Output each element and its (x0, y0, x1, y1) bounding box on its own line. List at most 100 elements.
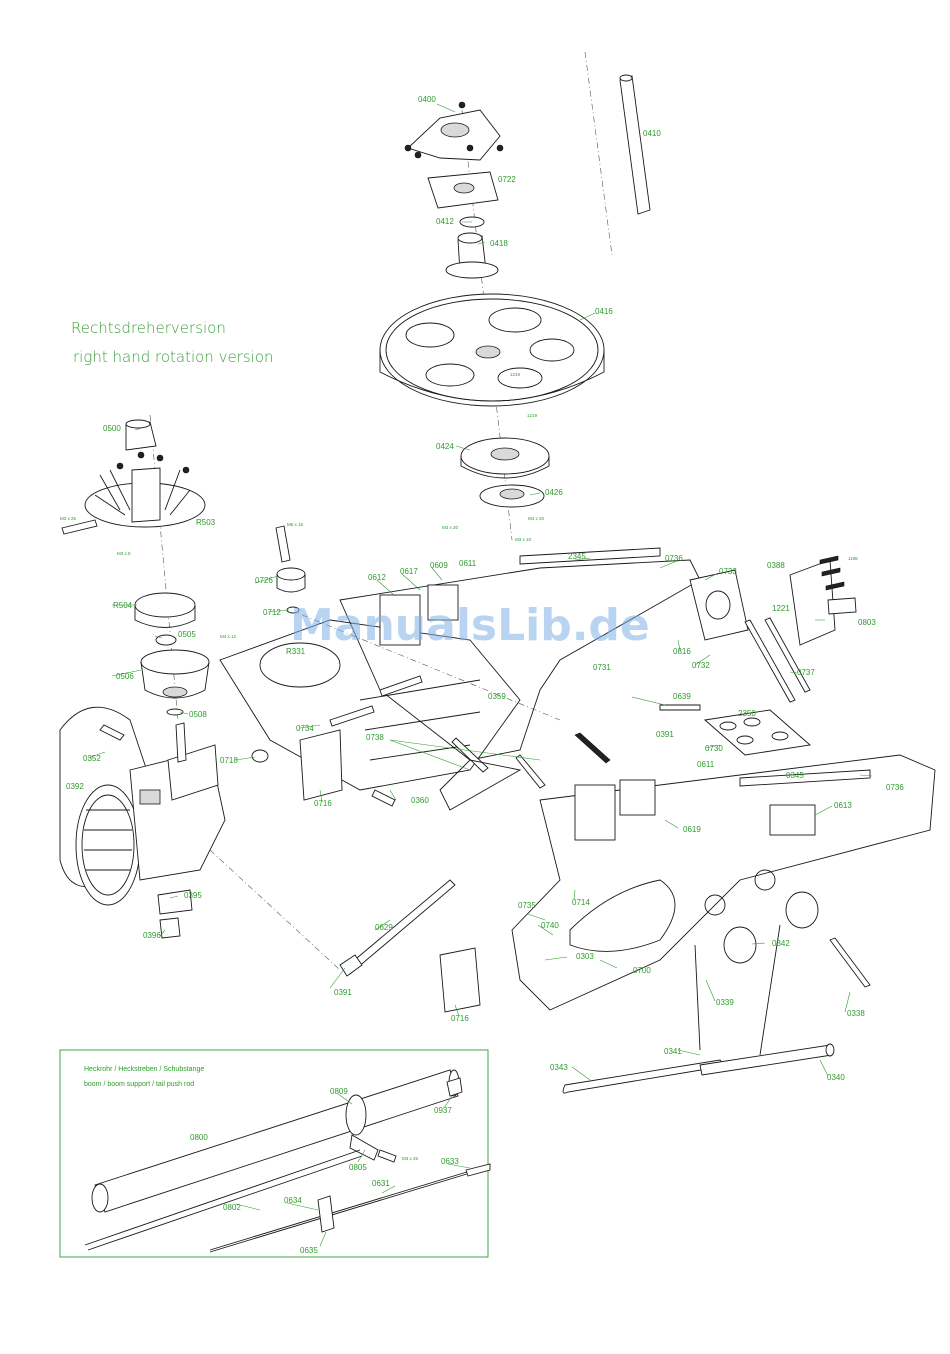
engine-part (59, 706, 226, 906)
rod-guide (317, 1195, 335, 1233)
label-0736a: 0736 (665, 554, 683, 563)
bushing-part (155, 634, 177, 646)
label-0410: 0410 (643, 129, 661, 138)
label-0740: 0740 (541, 921, 559, 930)
push-rod-end (465, 1163, 491, 1177)
label-0340: 0340 (827, 1073, 845, 1082)
rod-0345 (739, 769, 871, 787)
clamp-lug (349, 1134, 379, 1161)
inset-label-0635: 0635 (300, 1246, 318, 1255)
label-0611b: 0611 (697, 760, 715, 769)
inset-label-0800: 0800 (190, 1133, 208, 1142)
label-0803: 0803 (858, 618, 876, 627)
label-0714: 0714 (572, 898, 590, 907)
label-0400: 0400 (418, 95, 436, 104)
label-0718: 0718 (220, 756, 238, 765)
label-0339: 0339 (716, 998, 734, 1007)
label-0506: 0506 (116, 672, 134, 681)
landing-skid (562, 1043, 835, 1094)
label-0716b: 0716 (451, 1014, 469, 1023)
watermark: ManualsLib.de (290, 600, 650, 651)
long-bolt-part (744, 619, 796, 703)
frame-axis (289, 609, 561, 721)
tail-mount-part (789, 559, 857, 646)
bearing-hole (453, 182, 475, 194)
bolt-part (819, 555, 839, 565)
label-m3x10a: M3 x 10 (515, 537, 532, 542)
screw-m5x16 (275, 525, 291, 563)
main-shaft-part (619, 74, 651, 215)
label-0418: 0418 (490, 239, 508, 248)
label-m3x25: M3 x 25 (60, 516, 77, 521)
label-0391b: 0391 (334, 988, 352, 997)
bolt-part (825, 581, 845, 591)
boom-clamp (345, 1094, 367, 1136)
rod-2345 (519, 547, 661, 565)
rod-0639 (659, 704, 701, 711)
tail-push-rod (209, 1167, 481, 1253)
label-R504: R504 (113, 601, 133, 610)
rod-end (339, 954, 363, 977)
label-R503: R503 (196, 518, 216, 527)
label-0716a: 0716 (314, 799, 332, 808)
inset-label-0634: 0634 (284, 1196, 302, 1205)
label-0609: 0609 (430, 561, 448, 570)
label-0617: 0617 (400, 567, 418, 576)
upper-frame-plate (339, 559, 701, 761)
inset-label-0809: 0809 (330, 1087, 348, 1096)
bolt-0338 (829, 937, 871, 988)
bolt-black (574, 732, 611, 764)
label-0388: 0388 (767, 561, 785, 570)
bearing-flange-part (479, 484, 545, 508)
hub-part (445, 232, 499, 279)
bearing-part (166, 708, 184, 716)
label-0735: 0735 (518, 901, 536, 910)
nut-part (159, 917, 181, 939)
label-0730: 0730 (705, 744, 723, 753)
strut-0360 (439, 759, 522, 811)
label-0342: 0342 (772, 939, 790, 948)
label-0639: 0639 (673, 692, 691, 701)
clutch-part (134, 592, 196, 628)
label-m3x20: M3 x 20 (442, 525, 459, 530)
skid-strut (694, 924, 781, 1056)
label-1221: 1221 (772, 604, 790, 613)
label-0733: 0733 (719, 567, 737, 576)
label-0629: 0629 (375, 923, 393, 932)
label-0338: 0338 (847, 1009, 865, 1018)
inset-title-en: boom / boom support / tail push rod (84, 1081, 194, 1088)
label-0341: 0341 (664, 1047, 682, 1056)
screw-part (99, 724, 125, 741)
inset-label-0802: 0802 (223, 1203, 241, 1212)
label-0612: 0612 (368, 573, 386, 582)
label-0412: 0412 (436, 217, 454, 226)
inset-label-0633: 0633 (441, 1157, 459, 1166)
boom-support-rod (84, 1149, 363, 1251)
main-gear-part (379, 293, 605, 407)
axis-line (584, 51, 613, 256)
frame-block-lower (439, 947, 481, 1013)
inset-label-0631: 0631 (372, 1179, 390, 1188)
headline-german: Rechtsdreherversion (71, 319, 226, 337)
label-0392: 0392 (66, 782, 84, 791)
label-0424: 0424 (436, 442, 454, 451)
cooling-fan-part (84, 451, 206, 528)
label-0416: 0416 (595, 307, 613, 316)
label-0722: 0722 (498, 175, 516, 184)
label-R331: R331 (286, 647, 306, 656)
screw-part (377, 1149, 397, 1163)
label-0395: 0395 (184, 891, 202, 900)
inset-label-m3x25: M3 x 25 (402, 1156, 419, 1161)
label-0734: 0734 (296, 724, 314, 733)
label-0352: 0352 (83, 754, 101, 763)
tail-boom-tube (94, 1069, 459, 1213)
label-0500: 0500 (103, 424, 121, 433)
label-2345: 2345 (568, 552, 586, 561)
linkage-rod (344, 879, 456, 975)
label-0736b: 0736 (886, 783, 904, 792)
boom-screw (446, 1077, 463, 1097)
label-0619: 0619 (683, 825, 701, 834)
label-0700: 0700 (633, 966, 651, 975)
label-0611a: 0611 (459, 559, 477, 568)
